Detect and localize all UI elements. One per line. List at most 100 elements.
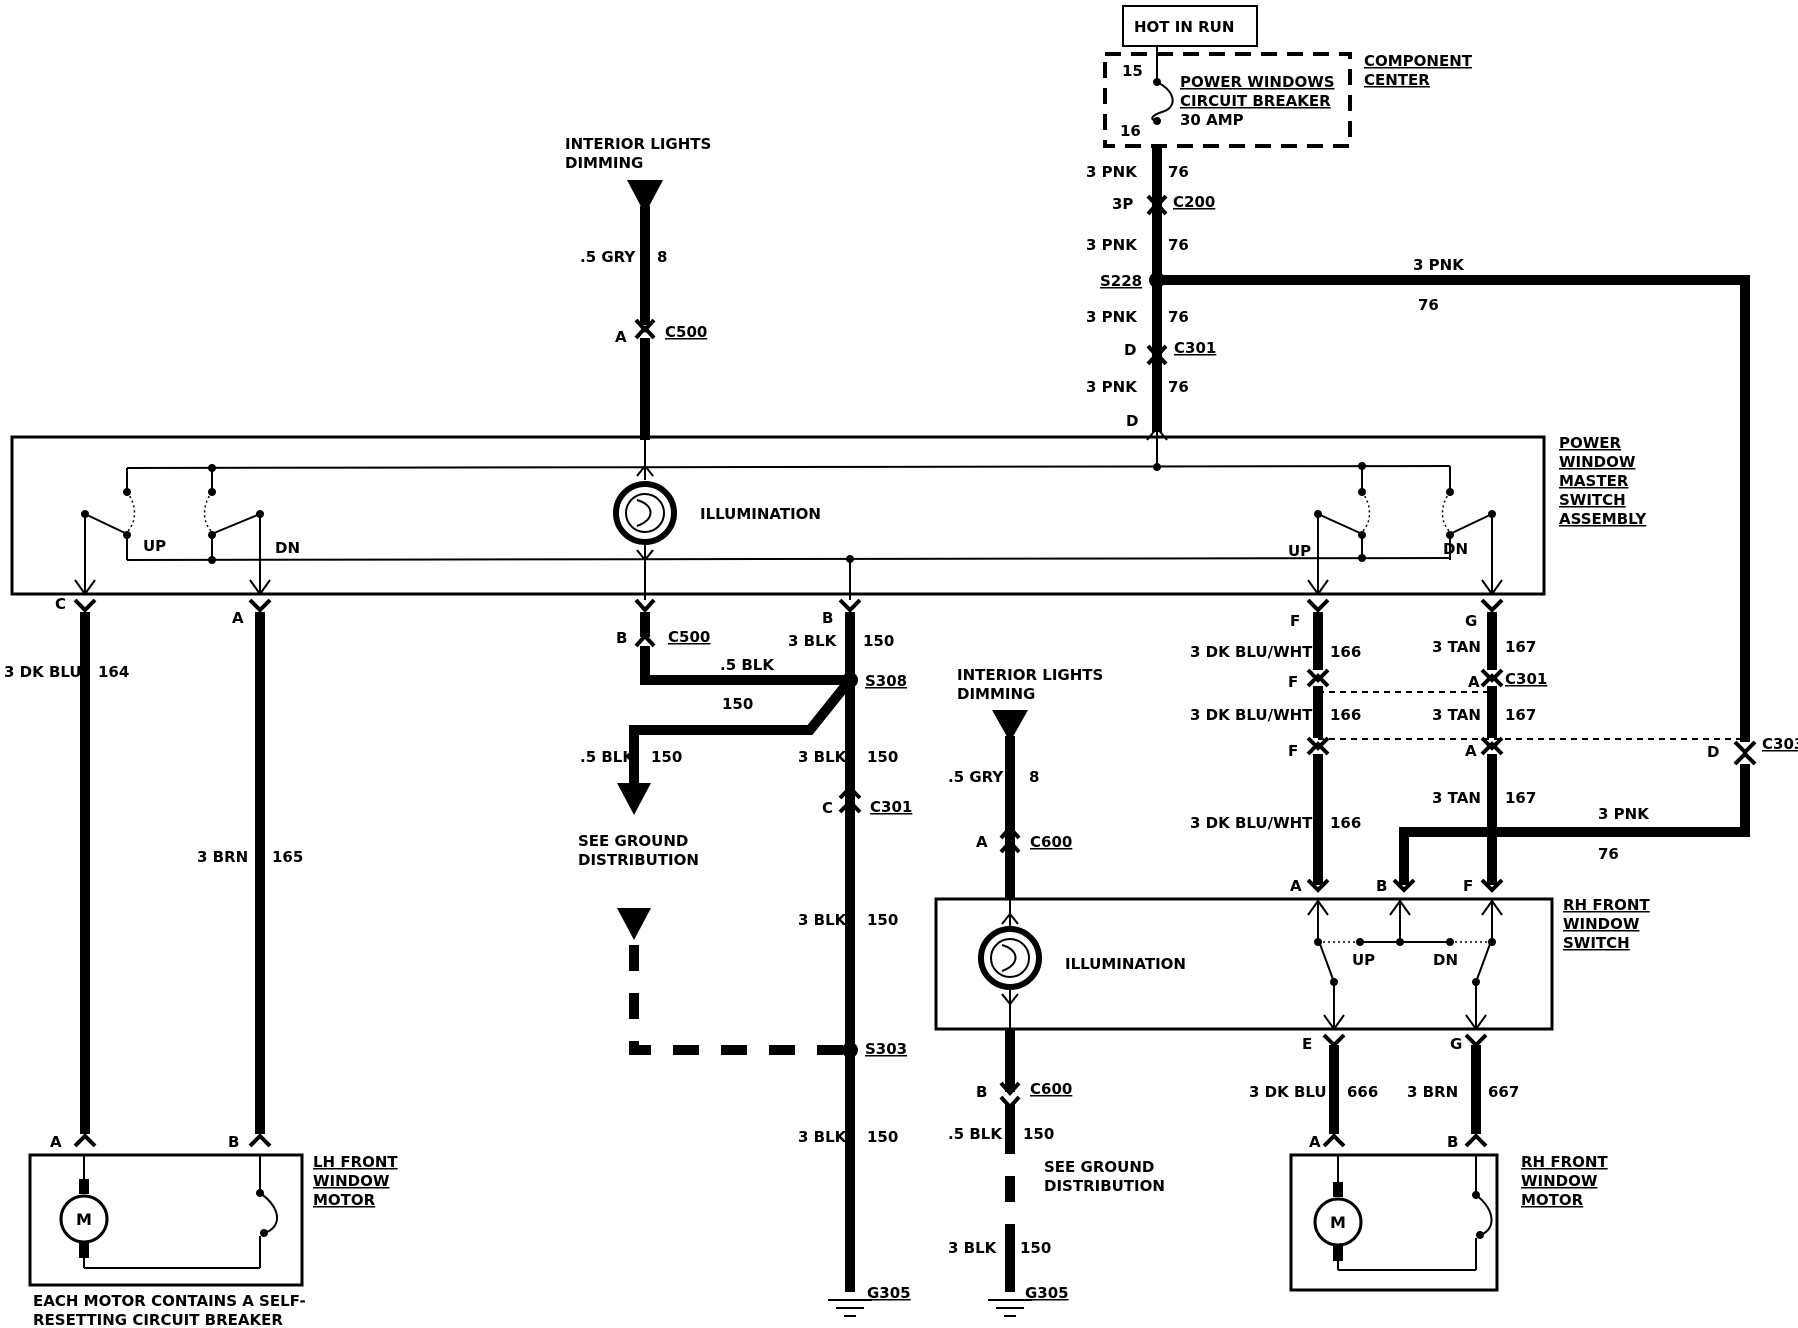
svg-text:WINDOW: WINDOW (313, 1172, 390, 1190)
svg-text:3 BLK: 3 BLK (948, 1239, 998, 1257)
svg-text:3 PNK: 3 PNK (1598, 805, 1650, 823)
svg-text:DIMMING: DIMMING (957, 685, 1035, 703)
breaker-name-2: CIRCUIT BREAKER (1180, 92, 1331, 110)
svg-text:D: D (1124, 341, 1136, 359)
svg-text:3 TAN: 3 TAN (1432, 638, 1481, 656)
svg-text:150: 150 (1020, 1239, 1051, 1257)
svg-text:DN: DN (275, 539, 300, 557)
illumination-lamp-master (613, 481, 677, 545)
svg-text:WINDOW: WINDOW (1521, 1172, 1598, 1190)
svg-text:3 BLK: 3 BLK (798, 911, 848, 929)
svg-text:76: 76 (1168, 163, 1189, 181)
svg-text:UP: UP (1352, 951, 1375, 969)
svg-text:S303: S303 (865, 1040, 907, 1058)
svg-text:3 BLK: 3 BLK (788, 632, 838, 650)
svg-text:3 BLK: 3 BLK (798, 1128, 848, 1146)
svg-text:WINDOW: WINDOW (1559, 453, 1636, 471)
svg-text:B: B (1376, 877, 1387, 895)
svg-text:167: 167 (1505, 638, 1536, 656)
svg-text:150: 150 (867, 1128, 898, 1146)
svg-text:A: A (1465, 742, 1477, 760)
svg-text:A: A (615, 328, 627, 346)
svg-text:DISTRIBUTION: DISTRIBUTION (1044, 1177, 1165, 1195)
svg-text:3 DK BLU/WHT: 3 DK BLU/WHT (1190, 643, 1313, 661)
master-switch-box (10, 435, 1546, 596)
breaker-name-1: POWER WINDOWS (1180, 73, 1335, 91)
svg-text:M: M (76, 1210, 92, 1229)
svg-text:DN: DN (1443, 540, 1468, 558)
svg-text:DN: DN (1433, 951, 1458, 969)
svg-text:MASTER: MASTER (1559, 472, 1629, 490)
svg-text:LH FRONT: LH FRONT (313, 1153, 398, 1171)
svg-text:RESETTING CIRCUIT BREAKER: RESETTING CIRCUIT BREAKER (33, 1311, 283, 1328)
svg-text:8: 8 (1029, 768, 1039, 786)
svg-text:S228: S228 (1100, 272, 1142, 290)
svg-text:DISTRIBUTION: DISTRIBUTION (578, 851, 699, 869)
svg-text:C301: C301 (1174, 339, 1216, 357)
svg-text:167: 167 (1505, 706, 1536, 724)
svg-text:.5 BLK: .5 BLK (948, 1125, 1003, 1143)
svg-text:C: C (55, 595, 66, 613)
svg-text:G305: G305 (867, 1284, 911, 1302)
hot-in-run-box (1122, 5, 1258, 47)
svg-text:C600: C600 (1030, 1080, 1072, 1098)
svg-text:3 DK BLU/WHT: 3 DK BLU/WHT (1190, 814, 1313, 832)
svg-text:150: 150 (867, 748, 898, 766)
svg-text:150: 150 (867, 911, 898, 929)
svg-text:E: E (1302, 1035, 1312, 1053)
lh-motor-box (28, 1153, 304, 1287)
svg-text:UP: UP (1288, 542, 1311, 560)
svg-text:3 TAN: 3 TAN (1432, 789, 1481, 807)
svg-text:76: 76 (1418, 296, 1439, 314)
svg-text:SWITCH: SWITCH (1563, 934, 1630, 952)
svg-text:3 PNK: 3 PNK (1086, 308, 1138, 326)
svg-text:C301: C301 (1505, 670, 1547, 688)
svg-text:C301: C301 (870, 798, 912, 816)
svg-text:C500: C500 (668, 628, 710, 646)
svg-text:166: 166 (1330, 706, 1361, 724)
svg-text:3 PNK: 3 PNK (1086, 163, 1138, 181)
svg-text:C500: C500 (665, 323, 707, 341)
svg-text:B: B (976, 1083, 987, 1101)
splice-s308 (842, 672, 858, 688)
svg-text:ASSEMBLY: ASSEMBLY (1559, 510, 1647, 528)
svg-text:A: A (232, 609, 244, 627)
svg-text:A: A (976, 833, 988, 851)
svg-text:B: B (822, 609, 833, 627)
svg-text:A: A (1290, 877, 1302, 895)
svg-text:WINDOW: WINDOW (1563, 915, 1640, 933)
svg-text:ILLUMINATION: ILLUMINATION (1065, 955, 1186, 973)
svg-text:3P: 3P (1112, 195, 1133, 213)
svg-text:RH FRONT: RH FRONT (1563, 896, 1650, 914)
svg-text:8: 8 (657, 248, 667, 266)
motor-icon-lh (59, 1194, 109, 1244)
component-center-label-2: CENTER (1364, 71, 1430, 89)
svg-text:G305: G305 (1025, 1284, 1069, 1302)
svg-text:B: B (228, 1133, 239, 1151)
svg-text:3 BRN: 3 BRN (1407, 1083, 1458, 1101)
component-center-box (1103, 52, 1352, 148)
svg-text:76: 76 (1168, 236, 1189, 254)
svg-text:150: 150 (863, 632, 894, 650)
svg-text:3 BLK: 3 BLK (798, 748, 848, 766)
component-center-label-1: COMPONENT (1364, 52, 1473, 70)
hot-in-run-label: HOT IN RUN (1134, 18, 1234, 36)
svg-text:3 PNK: 3 PNK (1413, 256, 1465, 274)
svg-text:16: 16 (1120, 122, 1141, 140)
svg-text:.5 GRY: .5 GRY (580, 248, 636, 266)
svg-text:F: F (1463, 877, 1473, 895)
svg-text:164: 164 (98, 663, 129, 681)
svg-text:UP: UP (143, 537, 166, 555)
svg-text:RH FRONT: RH FRONT (1521, 1153, 1608, 1171)
svg-text:150: 150 (722, 695, 753, 713)
svg-text:SWITCH: SWITCH (1559, 491, 1626, 509)
svg-text:150: 150 (1023, 1125, 1054, 1143)
svg-text:C600: C600 (1030, 833, 1072, 851)
svg-text:3 TAN: 3 TAN (1432, 706, 1481, 724)
svg-text:D: D (1707, 743, 1719, 761)
svg-text:.5 GRY: .5 GRY (948, 768, 1004, 786)
svg-text:76: 76 (1168, 378, 1189, 396)
svg-text:15: 15 (1122, 62, 1143, 80)
